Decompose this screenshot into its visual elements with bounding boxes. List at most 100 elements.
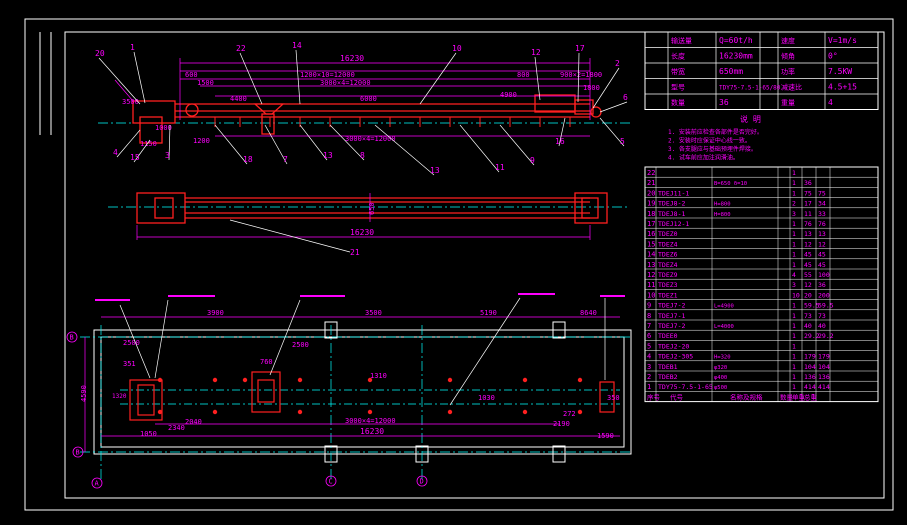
parts-header: 数量 bbox=[780, 392, 794, 401]
part-qty: 1 bbox=[792, 363, 796, 371]
parts-table-border bbox=[644, 166, 879, 403]
foundation-dim-inner-13: 272 bbox=[563, 410, 576, 418]
anchor-point bbox=[522, 409, 528, 415]
anchor-point bbox=[212, 377, 218, 383]
part-qty: 1 bbox=[792, 169, 796, 177]
foundation-dim-left-2: 4590 bbox=[80, 385, 88, 402]
part-code: TDEJ7-2 bbox=[658, 302, 685, 310]
anchor-point bbox=[297, 409, 303, 415]
foundation-dim-top-2: 3500 bbox=[365, 309, 382, 317]
part-total-weight: 29.2 bbox=[818, 332, 834, 340]
leader-line bbox=[133, 139, 151, 163]
part-total-weight: 12 bbox=[818, 240, 826, 248]
elevation-dim-11: 1200 bbox=[193, 137, 210, 145]
part-code: TDEJ8-1 bbox=[658, 210, 685, 218]
part-code: TDEJ11-1 bbox=[658, 189, 689, 197]
part-spec: H=320 bbox=[714, 355, 731, 361]
part-total-weight: 45 bbox=[818, 261, 826, 269]
foundation-dim-inner-6: 1050 bbox=[140, 430, 157, 438]
anchor-point bbox=[577, 409, 583, 415]
elevation-dim-2: 3000×4=12000 bbox=[320, 79, 371, 87]
part-code: TDEZ4 bbox=[658, 240, 678, 248]
param-value: 650mm bbox=[719, 67, 743, 76]
part-qty: 1 bbox=[792, 322, 796, 330]
part-qty: 1 bbox=[792, 312, 796, 320]
param-label: 倾角 bbox=[781, 52, 795, 61]
part-unit-weight: 17 bbox=[804, 200, 812, 208]
elevation-dim-10: 3500 bbox=[122, 98, 139, 106]
callout-12: 12 bbox=[531, 48, 541, 57]
parts-header: 总重 bbox=[804, 392, 818, 401]
part-total-weight: 59.5 bbox=[818, 302, 834, 310]
outer-frame bbox=[24, 18, 894, 511]
param-value: 0° bbox=[828, 52, 838, 61]
part-code: TDY75-7.5-1-65 bbox=[658, 383, 713, 391]
notes-block: 说 明1. 安装前应检查各部件是否完好。2. 安装时应保证中心线一致。3. 各支… bbox=[668, 114, 763, 162]
axis-label: A bbox=[95, 480, 100, 488]
part-code: TDEZ1 bbox=[658, 291, 678, 299]
part-total-weight: 76 bbox=[818, 220, 826, 228]
callout-10: 10 bbox=[452, 44, 462, 53]
part-qty: 1 bbox=[792, 230, 796, 238]
part-spec: L=4000 bbox=[714, 324, 734, 330]
anchor-point bbox=[447, 409, 453, 415]
foundation-note-marks bbox=[95, 293, 625, 301]
plan-top-frame bbox=[136, 192, 608, 224]
anchor-point bbox=[242, 377, 248, 383]
part-code: TDEZ9 bbox=[658, 271, 678, 279]
part-total-weight: 104 bbox=[818, 363, 830, 371]
axis-label: C bbox=[329, 478, 333, 486]
callout-22: 22 bbox=[236, 44, 246, 53]
part-qty: 1 bbox=[792, 302, 796, 310]
anchor-point bbox=[367, 409, 373, 415]
part-number: 1 bbox=[647, 383, 651, 391]
note-line: 4. 试车前应加注润滑油。 bbox=[668, 154, 739, 162]
elevation-dim-4: 600 bbox=[185, 71, 198, 79]
part-unit-weight: 136 bbox=[804, 373, 816, 381]
part-code: TDEZ6 bbox=[658, 251, 678, 259]
part-code: TDEJ12-1 bbox=[658, 220, 689, 228]
callout-6: 6 bbox=[623, 93, 628, 102]
param-label: 速度 bbox=[781, 36, 795, 45]
param-label: 带宽 bbox=[671, 67, 685, 76]
part-total-weight: 75 bbox=[818, 189, 826, 197]
note-line: 2. 安装时应保证中心线一致。 bbox=[668, 137, 751, 145]
axis-label: B bbox=[76, 449, 80, 457]
part-qty: 1 bbox=[792, 332, 796, 340]
leader-line bbox=[592, 67, 620, 109]
part-number: 12 bbox=[647, 271, 655, 279]
part-code: TDEJ7-2 bbox=[658, 322, 685, 330]
foundation-dim-top-3: 5190 bbox=[480, 309, 497, 317]
elevation-dim-5: 1500 bbox=[197, 79, 214, 87]
anchor-point bbox=[577, 377, 583, 383]
plan-top-overall-length: 16230 bbox=[350, 228, 374, 237]
part-spec: L=4900 bbox=[714, 304, 734, 310]
axis-circle bbox=[416, 475, 428, 487]
plan-top-dimensions bbox=[136, 193, 591, 253]
callout-17: 17 bbox=[575, 44, 585, 53]
part-code: TDEZ0 bbox=[658, 230, 678, 238]
elevation-leader-lines bbox=[98, 49, 628, 176]
foundation-overall-length: 16230 bbox=[360, 427, 384, 436]
foundation-dim-inner-11: 2190 bbox=[553, 420, 570, 428]
support-legs bbox=[214, 117, 571, 127]
part-unit-weight: 11 bbox=[804, 210, 812, 218]
part-total-weight: 34 bbox=[818, 200, 826, 208]
part-number: 14 bbox=[647, 251, 655, 259]
callout-15: 15 bbox=[130, 153, 140, 162]
callout-13: 13 bbox=[430, 166, 440, 175]
part-qty: 10 bbox=[792, 291, 800, 299]
part-unit-weight: 75 bbox=[804, 189, 812, 197]
callout-14: 14 bbox=[292, 41, 302, 50]
part-qty: 3 bbox=[792, 210, 796, 218]
foundation-plan: 16230 3900 3500 5190 8640 2500 4590 3000… bbox=[66, 293, 632, 489]
part-code: TDEB2 bbox=[658, 373, 678, 381]
part-qty: 1 bbox=[792, 240, 796, 248]
param-value: 36 bbox=[719, 98, 729, 107]
elevation-dim-3: 900×2=1800 bbox=[560, 71, 602, 79]
elevation-view: 16230 1200×10=12000 3000×4=12000 900×2=1… bbox=[95, 41, 630, 176]
part-qty: 1 bbox=[792, 189, 796, 197]
foundation-pits bbox=[129, 371, 615, 421]
